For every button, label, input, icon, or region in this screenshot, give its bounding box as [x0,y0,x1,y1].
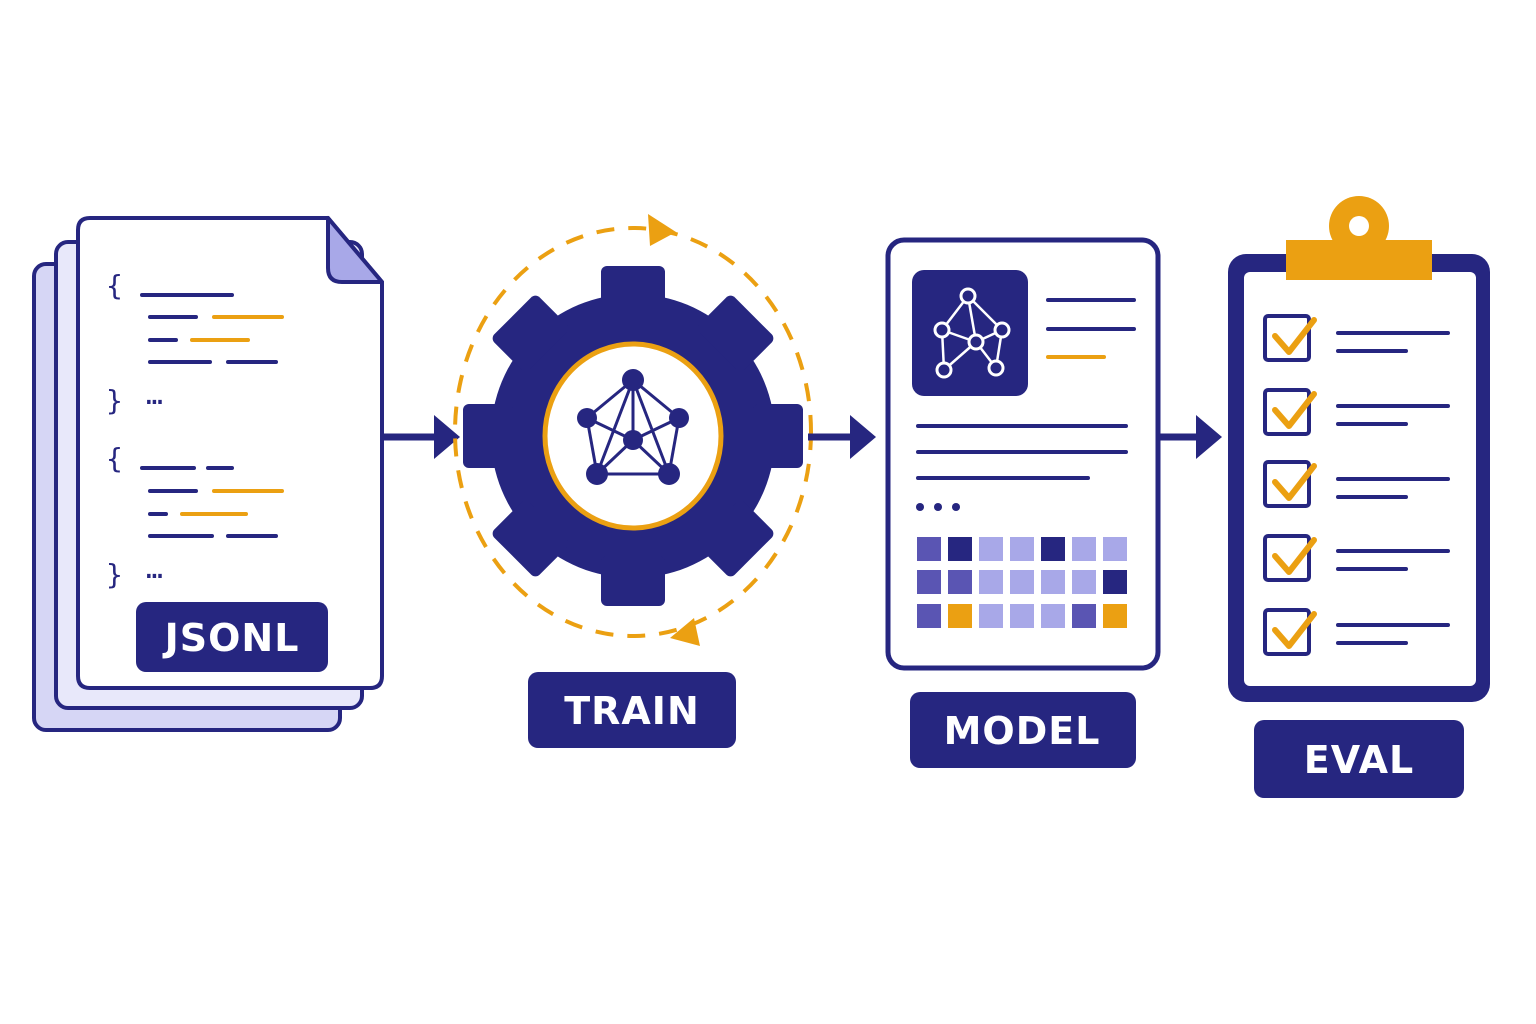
label-train-text: TRAIN [564,689,700,733]
arrow-right-icon [384,415,460,459]
gear-network-icon [463,266,803,606]
weight-grid [917,537,1127,628]
brace-open: { [106,269,123,302]
label-model: MODEL [910,692,1136,768]
jsonl-document-stack-icon: { } … { } … [32,216,384,732]
brace-close: } [106,384,123,417]
label-eval-text: EVAL [1304,738,1414,782]
arrow-right-icon [1158,415,1222,459]
label-train: TRAIN [528,672,736,748]
ellipsis: … [146,378,163,411]
clipboard-checklist-icon [1228,196,1490,702]
model-card-icon [885,237,1161,671]
arrow-right-icon [808,415,876,459]
ellipsis: … [146,552,163,585]
brace-close: } [106,558,123,591]
brace-open: { [106,442,123,475]
label-jsonl-text: JSONL [162,616,300,660]
training-cycle-icon [453,214,813,646]
label-jsonl: JSONL [136,602,328,672]
label-model-text: MODEL [944,709,1101,753]
label-eval: EVAL [1254,720,1464,798]
